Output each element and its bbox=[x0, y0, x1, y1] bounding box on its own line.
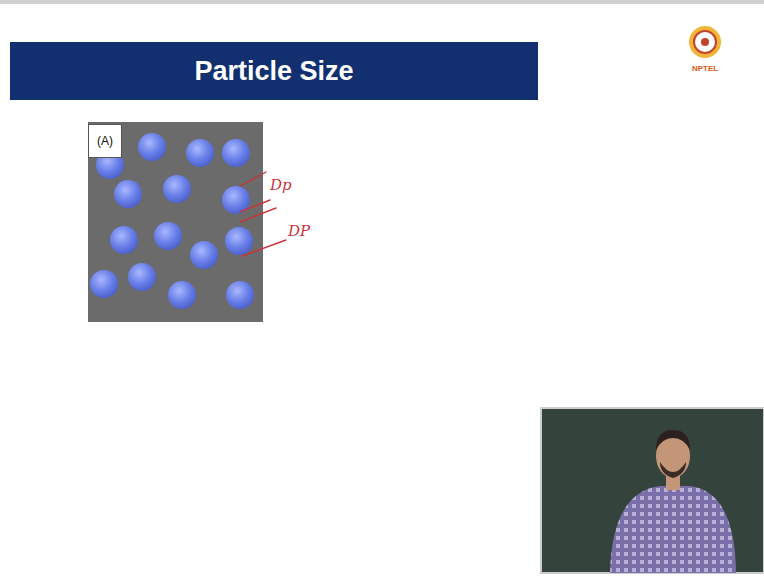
diameter-label: Dp bbox=[270, 176, 292, 194]
top-rule bbox=[0, 0, 764, 4]
slide-title: Particle Size bbox=[194, 56, 353, 87]
presenter-video bbox=[541, 408, 764, 573]
logo-text: NPTEL bbox=[692, 64, 718, 73]
diameter-label: DP bbox=[288, 222, 310, 240]
title-banner: Particle Size bbox=[10, 42, 538, 100]
particle-bed bbox=[88, 122, 263, 322]
panel-label: (A) bbox=[97, 134, 121, 148]
particles bbox=[90, 133, 254, 309]
panel-label-box: (A) bbox=[88, 124, 122, 158]
nptel-logo bbox=[689, 26, 721, 58]
